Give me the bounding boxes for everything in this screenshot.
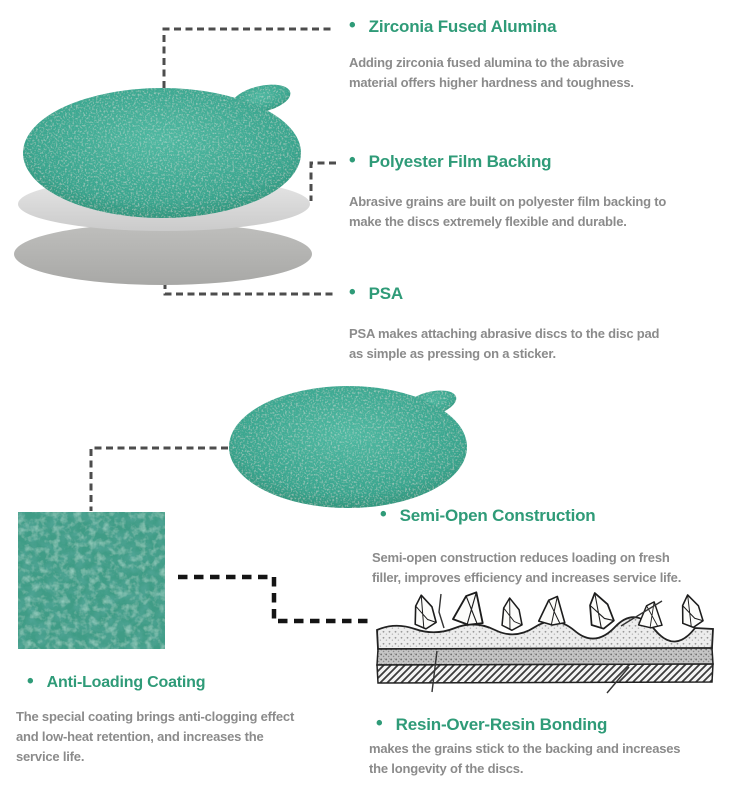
bullet-icon: •	[376, 713, 383, 734]
bullet-icon: •	[349, 150, 356, 171]
section-body: PSA makes attaching abrasive discs to th…	[349, 326, 660, 361]
section-title: Resin-Over-Resin Bonding	[395, 715, 608, 734]
section-title: Zirconia Fused Alumina	[368, 17, 557, 36]
bullet-icon: •	[349, 282, 356, 303]
bullet-icon: •	[27, 671, 34, 692]
section-heading-row: • Resin-Over-Resin Bonding	[369, 714, 680, 735]
abrasive-disc-image	[229, 386, 467, 508]
diagram-leader-lines	[431, 593, 663, 694]
section-zirconia: • Zirconia Fused Alumina Adding zirconia…	[349, 16, 634, 93]
section-body: Semi-open construction reduces loading o…	[372, 550, 682, 585]
backing-band	[376, 663, 714, 684]
bullet-icon: •	[380, 504, 387, 525]
coating-texture-image	[18, 512, 165, 649]
coating-texture-swatch	[18, 512, 165, 649]
abrasive-layer-group	[23, 84, 301, 218]
section-psa: • PSA PSA makes attaching abrasive discs…	[349, 283, 660, 364]
section-body: The special coating brings anti-clogging…	[16, 709, 295, 764]
section-body: makes the grains stick to the backing an…	[369, 741, 681, 776]
section-title: PSA	[368, 284, 404, 303]
section-title: Anti-Loading Coating	[46, 674, 206, 691]
section-heading-row: • Anti-Loading Coating	[16, 672, 294, 693]
section-polyester: • Polyester Film Backing Abrasive grains…	[349, 151, 666, 232]
section-body: Adding zirconia fused alumina to the abr…	[349, 55, 634, 90]
section-heading-row: • PSA	[349, 283, 659, 304]
make-coat-band	[376, 647, 714, 666]
section-resin-bonding: • Resin-Over-Resin Bonding makes the gra…	[369, 714, 681, 779]
section-semi-open: • Semi-Open Construction Semi-open const…	[372, 505, 681, 588]
bonding-diagram-image	[376, 588, 714, 694]
section-title: Semi-Open Construction	[399, 506, 596, 525]
size-coat-band	[376, 616, 714, 650]
disc-layers-image	[14, 84, 312, 285]
connector-coating-line	[89, 446, 228, 511]
section-heading-row: • Zirconia Fused Alumina	[349, 16, 634, 37]
section-heading-row: • Polyester Film Backing	[349, 151, 666, 172]
section-title: Polyester Film Backing	[368, 152, 552, 171]
bullet-icon: •	[349, 15, 356, 36]
section-heading-row: • Semi-Open Construction	[372, 505, 681, 526]
section-body: Abrasive grains are built on polyester f…	[349, 194, 667, 229]
section-anti-loading: • Anti-Loading Coating The special coati…	[16, 672, 294, 767]
psa-layer-ellipse	[14, 223, 312, 285]
disc-shape	[229, 386, 467, 508]
abrasive-disc-shape	[23, 88, 301, 218]
connector-bonding-line	[178, 574, 371, 624]
